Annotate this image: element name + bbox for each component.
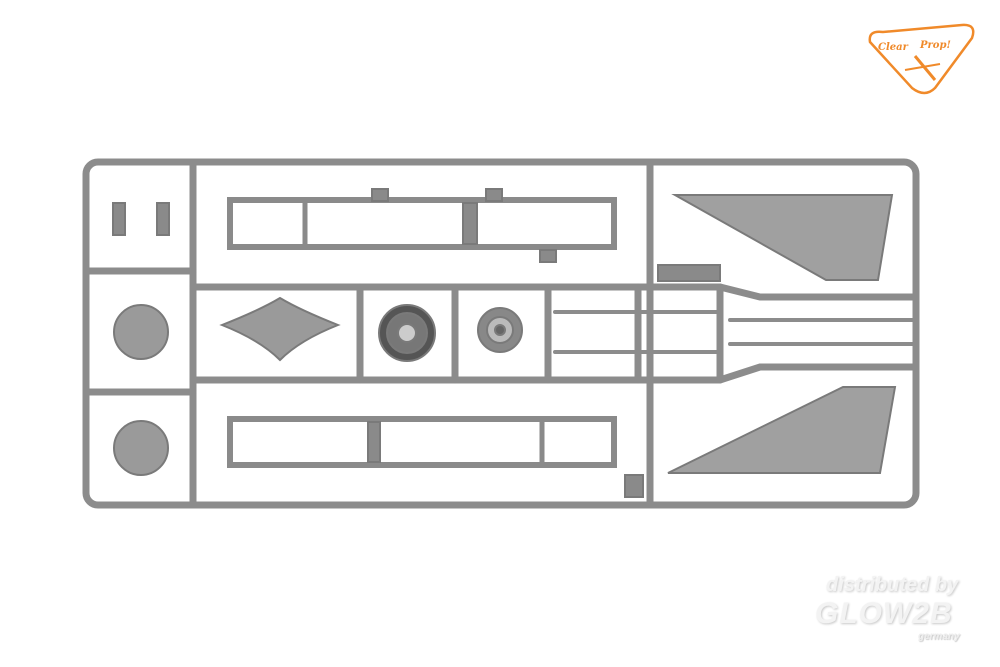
part-wheel-1 bbox=[378, 304, 436, 362]
part-diamond bbox=[219, 296, 341, 362]
part-disc-2 bbox=[113, 420, 169, 476]
sprue-parts bbox=[112, 188, 897, 498]
watermark-glow2b: GLOW2B bbox=[815, 597, 953, 630]
part-disc-1 bbox=[113, 304, 169, 360]
logo-clear-prop: Clear Prop! bbox=[868, 23, 975, 95]
sprue-frame bbox=[82, 158, 920, 509]
logo-text-clear: Clear bbox=[878, 42, 909, 53]
part-wheel-2 bbox=[477, 307, 523, 353]
watermark-germany: germany bbox=[918, 631, 960, 642]
part-frame-bottom bbox=[227, 416, 617, 468]
part-fin-bottom bbox=[667, 386, 897, 474]
part-fin-top bbox=[671, 194, 894, 281]
part-frame-top bbox=[227, 197, 617, 250]
watermark-distributed-by: distributed by bbox=[826, 574, 959, 596]
logo-text-prop: Prop! bbox=[919, 40, 951, 51]
